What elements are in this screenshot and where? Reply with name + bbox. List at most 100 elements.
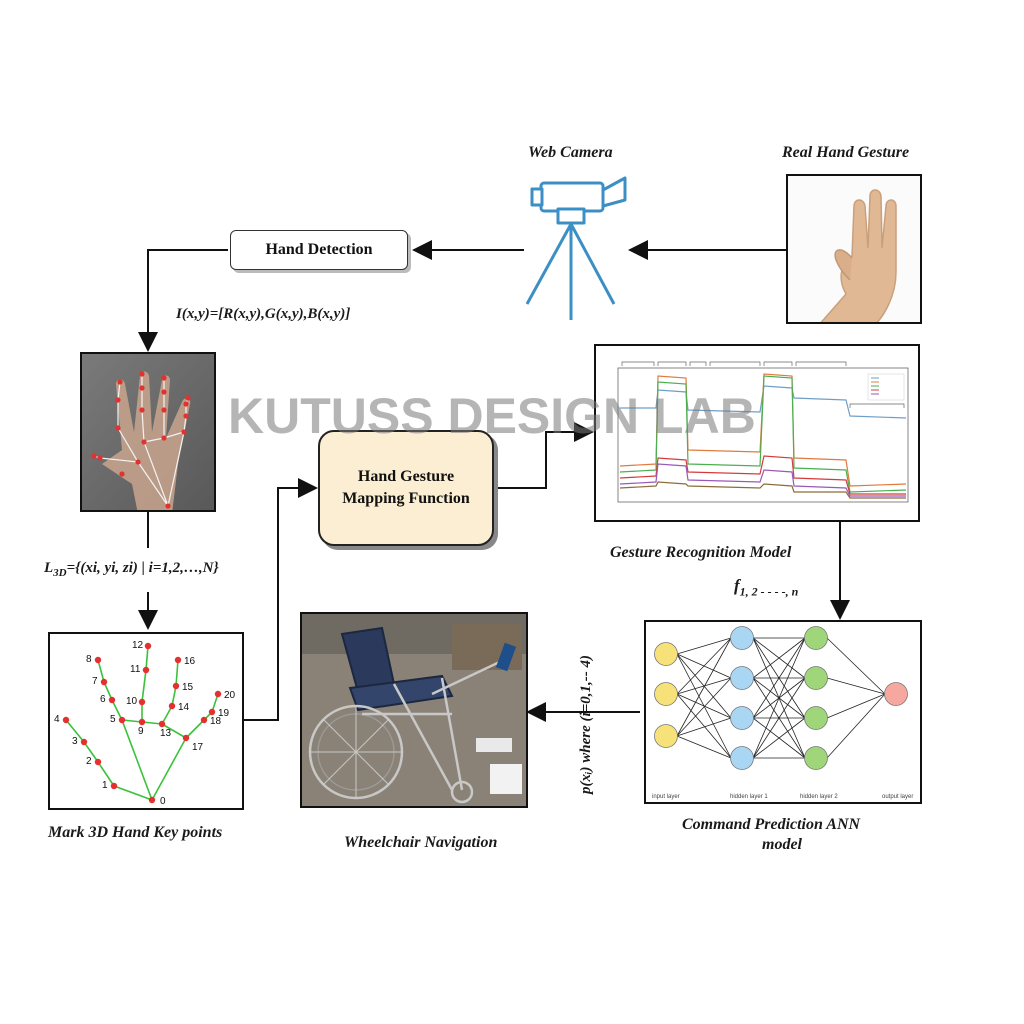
wheelchair-photo bbox=[300, 612, 528, 808]
ann-node-l0-n1 bbox=[654, 682, 678, 706]
l3d-prefix: L bbox=[44, 560, 54, 576]
real-hand-photo bbox=[786, 174, 922, 324]
keypoint-5 bbox=[118, 716, 126, 724]
hand-bone bbox=[145, 645, 149, 671]
keypoint-0 bbox=[148, 796, 156, 804]
keypoint-label-13: 13 bbox=[160, 728, 172, 739]
mapping-function-box: Hand Gesture Mapping Function bbox=[318, 430, 494, 546]
keypoint-2 bbox=[94, 758, 102, 766]
keypoint-label-3: 3 bbox=[72, 736, 78, 747]
keypoint-label-2: 2 bbox=[86, 756, 92, 767]
ann-edge bbox=[676, 677, 732, 737]
l3d-sub: 3D bbox=[53, 567, 67, 579]
mark-keypoints-caption: Mark 3D Hand Key points bbox=[48, 824, 223, 841]
image-formula: I(x,y)=[R(x,y),G(x,y),B(x,y)] bbox=[176, 306, 351, 322]
ann-edge bbox=[676, 717, 732, 737]
keypoint-20 bbox=[214, 690, 222, 698]
ann-edge bbox=[752, 637, 806, 759]
ann-node-l1-n3 bbox=[730, 746, 754, 770]
keypoint-4 bbox=[62, 716, 70, 724]
keypoint-1 bbox=[110, 782, 118, 790]
ann-layer-label-2: hidden layer 2 bbox=[800, 794, 838, 800]
wheelchair-caption: Wheelchair Navigation bbox=[344, 834, 498, 851]
keypoint-label-11: 11 bbox=[130, 664, 141, 675]
hand-bone bbox=[161, 723, 187, 739]
keypoint-8 bbox=[94, 656, 102, 664]
mapping-line-2: Mapping Function bbox=[342, 490, 470, 507]
gesture-recognition-plot bbox=[594, 344, 920, 522]
mapping-line-1: Hand Gesture bbox=[357, 468, 455, 485]
ann-edge bbox=[752, 677, 806, 759]
hand-bone bbox=[121, 719, 153, 801]
ann-node-l2-n1 bbox=[804, 666, 828, 690]
keypoint-label-10: 10 bbox=[126, 696, 138, 707]
keypoint-11 bbox=[142, 666, 150, 674]
ann-caption-line-2: model bbox=[762, 836, 802, 853]
hand-detection-box: Hand Detection bbox=[230, 230, 408, 270]
keypoint-label-7: 7 bbox=[92, 676, 98, 687]
keypoint-13 bbox=[158, 720, 166, 728]
ann-edge bbox=[676, 693, 732, 719]
hand-bone bbox=[121, 719, 143, 723]
keypoint-label-4: 4 bbox=[54, 714, 60, 725]
ann-layer-label-0: input layer bbox=[652, 794, 680, 800]
hand-bone bbox=[141, 721, 163, 725]
keypoint-label-12: 12 bbox=[132, 640, 144, 651]
keypoint-label-1: 1 bbox=[102, 780, 108, 791]
arrow-mapping-to-model bbox=[496, 422, 594, 489]
keypoint-label-16: 16 bbox=[184, 656, 196, 667]
ann-edge bbox=[826, 693, 886, 759]
hand-bone bbox=[65, 719, 85, 743]
camera-icon bbox=[525, 176, 627, 320]
l3d-formula: L3D={(xi, yi, zi) | i=1,2,…,N} bbox=[44, 560, 219, 579]
keypoint-label-5: 5 bbox=[110, 714, 116, 725]
keypoint-16 bbox=[174, 656, 182, 664]
hand-bone bbox=[97, 659, 105, 683]
arrow-keypoints-to-mapping bbox=[244, 478, 318, 721]
watermark-text: KUTUSS DESIGN LAB bbox=[228, 388, 756, 444]
ann-edge bbox=[676, 637, 732, 655]
ann-layer-label-3: output layer bbox=[882, 794, 913, 800]
keypoint-10 bbox=[138, 698, 146, 706]
hand-bone bbox=[151, 737, 187, 801]
keypoint-17 bbox=[182, 734, 190, 742]
hand-bone bbox=[113, 785, 153, 801]
web-camera-caption: Web Camera bbox=[528, 144, 613, 161]
ann-layer-label-1: hidden layer 1 bbox=[730, 794, 768, 800]
ann-edge bbox=[676, 693, 732, 759]
hand-bone bbox=[171, 685, 177, 707]
hand-bone bbox=[97, 761, 115, 787]
keypoint-7 bbox=[100, 678, 108, 686]
ann-edge bbox=[826, 693, 886, 719]
gesture-signal-lines bbox=[617, 361, 909, 503]
keypoint-18 bbox=[200, 716, 208, 724]
l3d-rest: ={(xi, yi, zi) | i=1,2,…,N} bbox=[66, 560, 219, 576]
keypoint-6 bbox=[108, 696, 116, 704]
hand-bone bbox=[111, 699, 123, 721]
raised-hand-icon bbox=[788, 176, 920, 322]
probability-label: p(xᵢ) where (i=0,1,-- 4) bbox=[578, 655, 594, 794]
keypoint-label-15: 15 bbox=[182, 682, 194, 693]
keypoint-label-19: 19 bbox=[218, 708, 230, 719]
ann-node-l3-n0 bbox=[884, 682, 908, 706]
hand-landmark-photo bbox=[80, 352, 216, 512]
keypoint-label-14: 14 bbox=[178, 702, 190, 713]
keypoint-15 bbox=[172, 682, 180, 690]
ann-edge bbox=[676, 637, 732, 695]
keypoint-3 bbox=[80, 738, 88, 746]
hand-bone bbox=[185, 719, 205, 739]
keypoint-19 bbox=[208, 708, 216, 716]
ann-edge bbox=[752, 717, 806, 759]
ann-edge bbox=[826, 637, 886, 695]
keypoint-label-9: 9 bbox=[138, 726, 144, 737]
ann-node-l0-n2 bbox=[654, 724, 678, 748]
hand-bone bbox=[83, 741, 99, 763]
ann-edge bbox=[826, 677, 886, 695]
keypoint-label-0: 0 bbox=[160, 796, 166, 807]
ann-caption-line-1: Command Prediction ANN bbox=[682, 816, 861, 833]
ann-edge bbox=[676, 637, 732, 737]
keypoint-12 bbox=[144, 642, 152, 650]
wheelchair-icon bbox=[302, 614, 526, 806]
